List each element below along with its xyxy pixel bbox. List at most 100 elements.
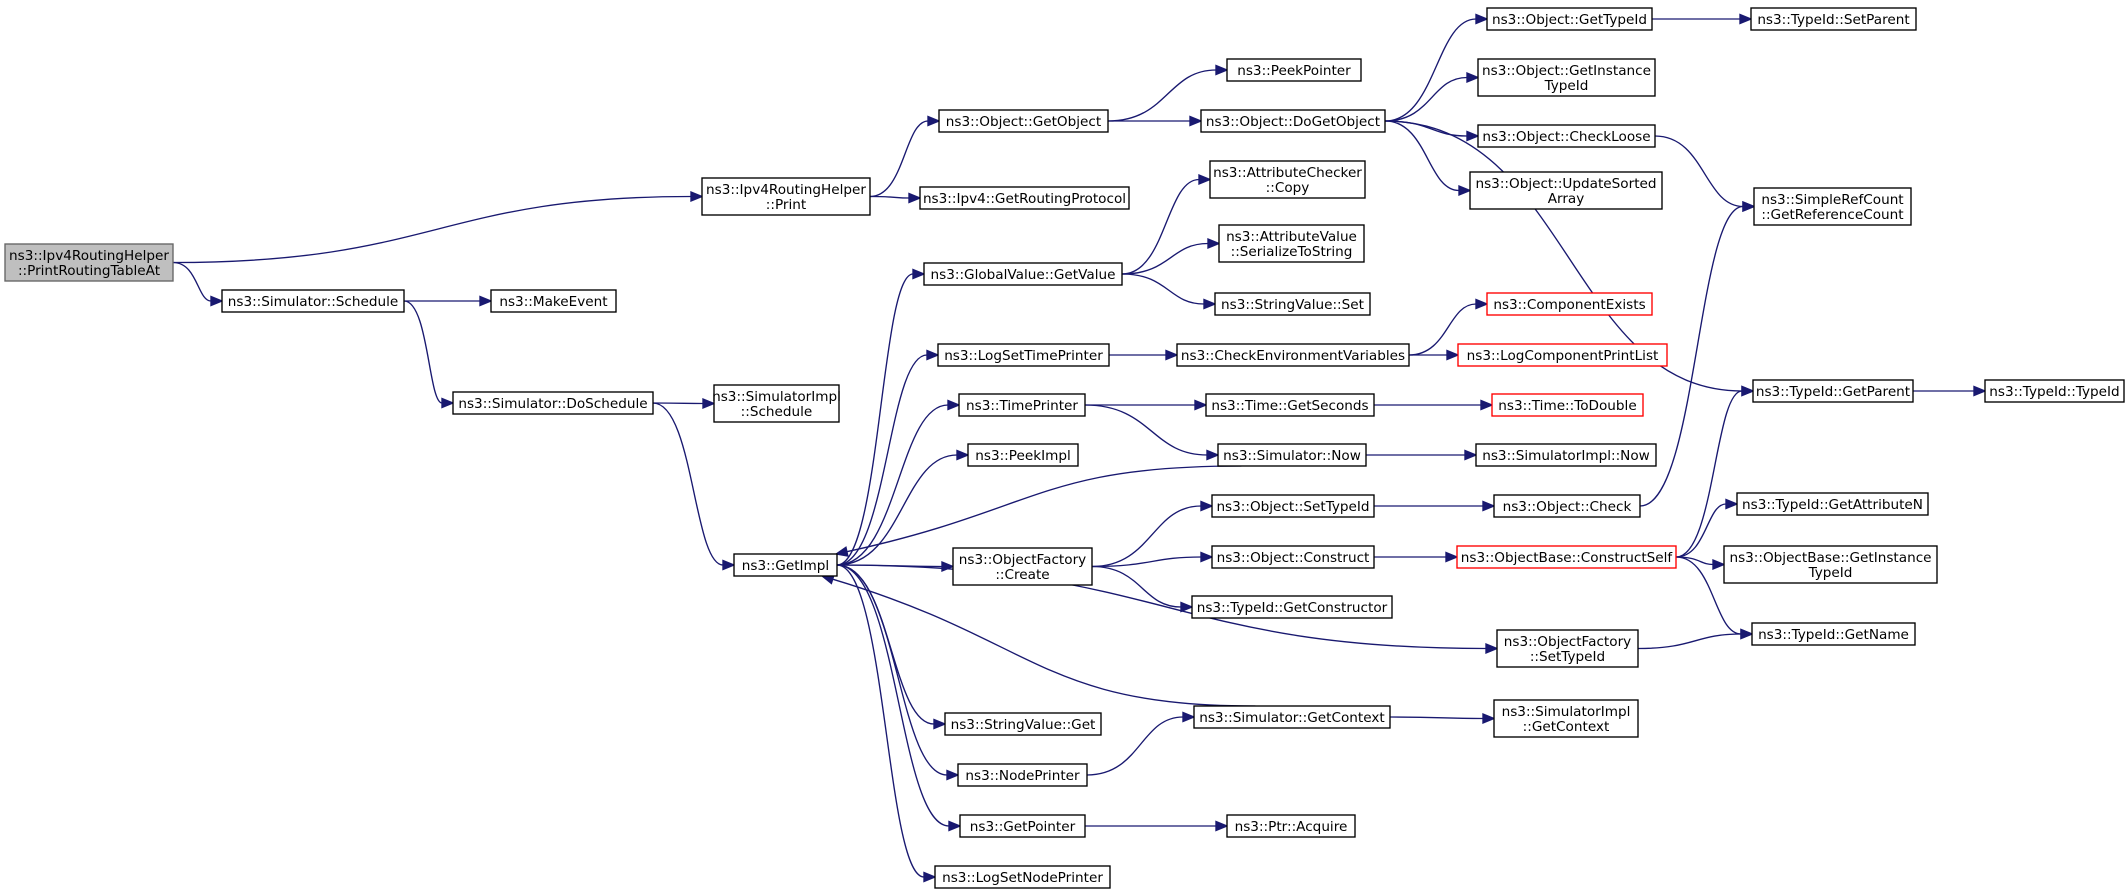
node-objbase-constructself[interactable]: ns3::ObjectBase::ConstructSelf — [1456, 545, 1677, 569]
node-box[interactable] — [1211, 494, 1375, 518]
node-objfactory-create[interactable]: ns3::ObjectFactory::Create — [952, 547, 1093, 586]
node-attrchecker-copy[interactable]: ns3::AttributeChecker::Copy — [1209, 160, 1366, 199]
node-time-todouble[interactable]: ns3::Time::ToDouble — [1491, 393, 1644, 417]
node-box[interactable] — [1736, 492, 1929, 516]
node-box[interactable] — [1217, 443, 1367, 467]
node-box[interactable] — [938, 109, 1109, 133]
node-box[interactable] — [490, 289, 617, 313]
node-box[interactable] — [1984, 379, 2125, 403]
node-box[interactable] — [958, 393, 1086, 417]
node-box[interactable] — [959, 814, 1086, 838]
node-box[interactable] — [923, 262, 1123, 286]
node-box[interactable] — [934, 865, 1111, 889]
node-peekpointer[interactable]: ns3::PeekPointer — [1226, 58, 1362, 82]
node-box[interactable] — [1469, 171, 1663, 210]
node-box[interactable] — [1475, 443, 1657, 467]
node-box[interactable] — [713, 384, 840, 423]
node-obj-construct[interactable]: ns3::Object::Construct — [1211, 545, 1375, 569]
node-box[interactable] — [1209, 160, 1366, 199]
node-sim-getcontext[interactable]: ns3::Simulator::GetContext — [1193, 705, 1391, 729]
node-box[interactable] — [4, 243, 174, 282]
node-logcompprint[interactable]: ns3::LogComponentPrintList — [1457, 343, 1668, 367]
node-box[interactable] — [952, 547, 1093, 586]
node-typeid-getattrn[interactable]: ns3::TypeId::GetAttributeN — [1736, 492, 1929, 516]
node-box[interactable] — [944, 712, 1102, 736]
node-box[interactable] — [1211, 545, 1375, 569]
node-typeid-getconstructor[interactable]: ns3::TypeId::GetConstructor — [1191, 595, 1393, 619]
node-typeid-getname[interactable]: ns3::TypeId::GetName — [1751, 622, 1916, 646]
node-box[interactable] — [1218, 224, 1365, 263]
node-box[interactable] — [1493, 699, 1639, 738]
node-box[interactable] — [1191, 595, 1393, 619]
node-box[interactable] — [701, 177, 871, 216]
node-typeid-getparent[interactable]: ns3::TypeId::GetParent — [1752, 379, 1914, 403]
node-box[interactable] — [1193, 705, 1391, 729]
node-logsetnodeprinter[interactable]: ns3::LogSetNodePrinter — [934, 865, 1111, 889]
node-box[interactable] — [221, 289, 405, 313]
node-stringvalue-get[interactable]: ns3::StringValue::Get — [944, 712, 1102, 736]
node-simimpl-getcontext[interactable]: ns3::SimulatorImpl::GetContext — [1493, 699, 1639, 738]
node-getpointer[interactable]: ns3::GetPointer — [959, 814, 1086, 838]
node-box[interactable] — [1496, 629, 1639, 668]
node-box[interactable] — [1214, 292, 1371, 316]
node-box[interactable] — [733, 553, 838, 577]
node-componentexists[interactable]: ns3::ComponentExists — [1486, 292, 1653, 316]
node-nodeprinter[interactable]: ns3::NodePrinter — [957, 763, 1088, 787]
node-box[interactable] — [1751, 622, 1916, 646]
node-ipv4-getrp[interactable]: ns3::Ipv4::GetRoutingProtocol — [919, 186, 1130, 210]
node-box[interactable] — [1753, 187, 1912, 226]
node-time-getseconds[interactable]: ns3::Time::GetSeconds — [1205, 393, 1375, 417]
node-box[interactable] — [1226, 58, 1362, 82]
node-sim-schedule[interactable]: ns3::Simulator::Schedule — [221, 289, 405, 313]
node-simimpl-schedule[interactable]: ns3::SimulatorImpl::Schedule — [712, 384, 841, 423]
node-gv-getvalue[interactable]: ns3::GlobalValue::GetValue — [923, 262, 1123, 286]
node-obj-check[interactable]: ns3::Object::Check — [1493, 494, 1641, 518]
node-obj-dogetobject[interactable]: ns3::Object::DoGetObject — [1200, 109, 1386, 133]
node-box[interactable] — [1176, 343, 1410, 367]
node-obj-getobject[interactable]: ns3::Object::GetObject — [938, 109, 1109, 133]
node-box[interactable] — [1456, 545, 1677, 569]
node-box[interactable] — [937, 343, 1110, 367]
node-ptr-acquire[interactable]: ns3::Ptr::Acquire — [1226, 814, 1356, 838]
node-sim-doschedule[interactable]: ns3::Simulator::DoSchedule — [452, 391, 654, 415]
node-simplerefcount[interactable]: ns3::SimpleRefCount::GetReferenceCount — [1753, 187, 1912, 226]
node-getimpl[interactable]: ns3::GetImpl — [733, 553, 838, 577]
node-box[interactable] — [1491, 393, 1644, 417]
node-box[interactable] — [1457, 343, 1668, 367]
node-make-event[interactable]: ns3::MakeEvent — [490, 289, 617, 313]
node-objfactory-settypeid[interactable]: ns3::ObjectFactory::SetTypeId — [1496, 629, 1639, 668]
node-box[interactable] — [1493, 494, 1641, 518]
node-box[interactable] — [1752, 379, 1914, 403]
node-box[interactable] — [1723, 545, 1938, 584]
node-timeprinter[interactable]: ns3::TimePrinter — [958, 393, 1086, 417]
node-box[interactable] — [1205, 393, 1375, 417]
node-simimpl-now[interactable]: ns3::SimulatorImpl::Now — [1475, 443, 1657, 467]
node-attrvalue-ser[interactable]: ns3::AttributeValue::SerializeToString — [1218, 224, 1365, 263]
node-typeid-typeid[interactable]: ns3::TypeId::TypeId — [1984, 379, 2125, 403]
node-checkenv[interactable]: ns3::CheckEnvironmentVariables — [1176, 343, 1410, 367]
node-root[interactable]: ns3::Ipv4RoutingHelper::PrintRoutingTabl… — [4, 243, 174, 282]
node-box[interactable] — [1200, 109, 1386, 133]
node-box[interactable] — [1226, 814, 1356, 838]
node-ipv4rh-print[interactable]: ns3::Ipv4RoutingHelper::Print — [701, 177, 871, 216]
node-stringvalue-set[interactable]: ns3::StringValue::Set — [1214, 292, 1371, 316]
node-peekimpl[interactable]: ns3::PeekImpl — [967, 443, 1079, 467]
node-box[interactable] — [1750, 7, 1917, 31]
node-box[interactable] — [1486, 292, 1653, 316]
node-box[interactable] — [967, 443, 1079, 467]
node-typeid-setparent[interactable]: ns3::TypeId::SetParent — [1750, 7, 1917, 31]
node-box[interactable] — [919, 186, 1130, 210]
node-box[interactable] — [1486, 7, 1653, 31]
node-obj-gettypeid[interactable]: ns3::Object::GetTypeId — [1486, 7, 1653, 31]
node-box[interactable] — [1477, 124, 1656, 148]
node-box[interactable] — [957, 763, 1088, 787]
node-logsettimeprinter[interactable]: ns3::LogSetTimePrinter — [937, 343, 1110, 367]
node-box[interactable] — [452, 391, 654, 415]
node-obj-settypeid[interactable]: ns3::Object::SetTypeId — [1211, 494, 1375, 518]
node-sim-now[interactable]: ns3::Simulator::Now — [1217, 443, 1367, 467]
node-box[interactable] — [1477, 58, 1656, 97]
node-obj-checkloose[interactable]: ns3::Object::CheckLoose — [1477, 124, 1656, 148]
